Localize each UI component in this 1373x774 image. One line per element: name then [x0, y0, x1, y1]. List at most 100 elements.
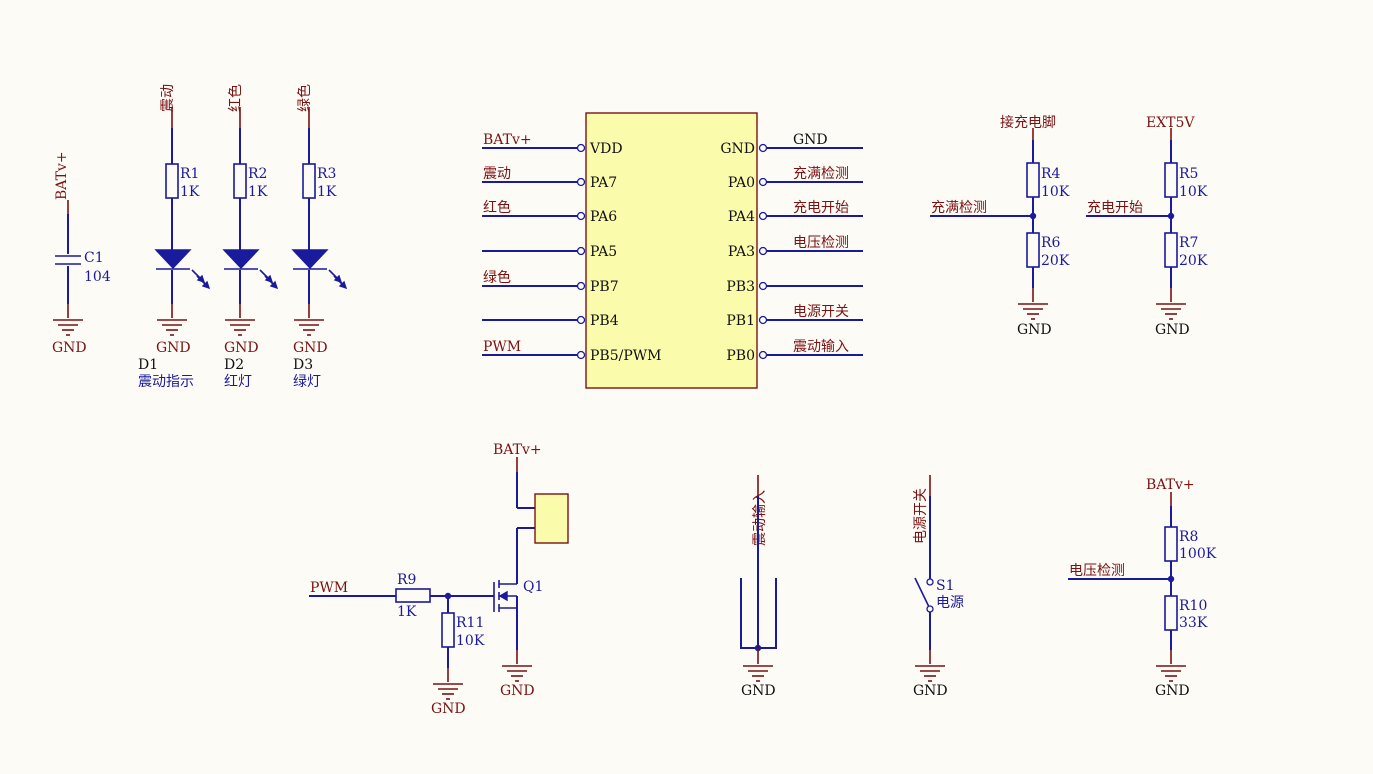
gnd-symbol-s1: [915, 665, 945, 682]
resistor-r8[interactable]: R8 100K: [1164, 506, 1217, 596]
resistor-r4[interactable]: R4 10K: [1026, 140, 1070, 233]
r3-ref: R3: [317, 166, 336, 182]
gnd-label-d2: GND: [224, 340, 259, 356]
ic-net-vibrate-input: 震动输入: [793, 339, 849, 355]
gnd-symbol-r7: [1156, 303, 1186, 320]
gnd-label-q1: GND: [500, 683, 535, 699]
net-label-ext5v: EXT5V: [1146, 115, 1195, 131]
gnd-label-c1: GND: [52, 340, 87, 356]
r7-ref: R7: [1179, 235, 1198, 251]
d2-ref: D2: [224, 357, 244, 373]
gnd-label-r10: GND: [1155, 683, 1190, 699]
gnd-label-s1: GND: [913, 683, 948, 699]
r9-value: 1K: [397, 604, 417, 620]
net-label-charge-start: 充电开始: [1087, 200, 1143, 216]
microcontroller-ic[interactable]: VDD PA7 PA6 PA5 PB7 PB4 PB5/PWM GND PA0 …: [482, 112, 863, 389]
r4-ref: R4: [1041, 166, 1061, 182]
ic-pin-right-5: PB3: [726, 279, 755, 295]
mosfet-q1[interactable]: Q1: [493, 528, 543, 650]
r6-ref: R6: [1041, 235, 1061, 251]
ic-pin-left-7: PB5/PWM: [590, 348, 661, 364]
junction-r4-r6: [1029, 212, 1037, 220]
r5-value: 10K: [1179, 184, 1208, 200]
capacitor-c1[interactable]: C1 104: [55, 200, 111, 318]
net-label-pwm: PWM: [310, 580, 348, 596]
resistor-r1[interactable]: R1 1K: [165, 128, 200, 250]
gnd-symbol-d1: [157, 319, 187, 336]
r4-value: 10K: [1041, 184, 1070, 200]
resistor-r2[interactable]: R2 1K: [233, 128, 268, 250]
gnd-symbol-r10: [1156, 665, 1186, 682]
resistor-r7[interactable]: R7 20K: [1164, 232, 1208, 288]
ic-net-red: 红色: [483, 199, 511, 216]
led-d3[interactable]: [291, 249, 348, 304]
resistor-r3[interactable]: R3 1K: [302, 128, 337, 250]
junction-r5-r7: [1167, 212, 1175, 220]
d3-ref: D3: [293, 357, 313, 373]
r10-ref: R10: [1179, 598, 1207, 614]
s1-ref: S1: [936, 578, 955, 594]
c1-ref: C1: [84, 250, 104, 266]
ic-net-pwm: PWM: [483, 339, 521, 355]
led-d1[interactable]: [154, 249, 211, 304]
resistor-r5[interactable]: R5 10K: [1164, 140, 1208, 233]
r1-ref: R1: [180, 166, 199, 182]
gnd-label-r7: GND: [1155, 322, 1190, 338]
resistor-r10[interactable]: R10 33K: [1164, 595, 1208, 650]
r8-ref: R8: [1179, 529, 1198, 545]
ic-net-batv: BATv+: [483, 132, 532, 148]
r11-value: 10K: [456, 633, 485, 649]
q1-ref: Q1: [523, 579, 543, 595]
ic-pin-right-2: PA0: [728, 175, 755, 191]
led-d2[interactable]: [222, 249, 279, 304]
vibration-sensor[interactable]: [740, 496, 777, 652]
ic-net-power-switch: 电源开关: [793, 304, 849, 320]
net-label-charge-full: 充满检测: [931, 200, 987, 216]
c1-value: 104: [84, 269, 111, 285]
gnd-symbol-q1: [502, 665, 532, 682]
gnd-symbol-d2: [225, 319, 255, 336]
ic-net-gnd: GND: [793, 132, 828, 148]
gnd-symbol-d3: [294, 319, 324, 336]
net-label-batv-divider: BATv+: [1146, 477, 1195, 493]
r11-ref: R11: [456, 615, 484, 631]
power-switch-s1[interactable]: S1 电源: [914, 496, 964, 650]
ic-pin-left-1: VDD: [589, 141, 623, 157]
ic-pin-right-6: PB1: [726, 313, 755, 329]
r5-ref: R5: [1179, 166, 1198, 182]
ic-net-green: 绿色: [483, 269, 511, 286]
gnd-symbol-r6: [1018, 303, 1048, 320]
d3-value: 绿灯: [293, 374, 321, 390]
net-label-charge-pin: 接充电脚: [1000, 114, 1056, 131]
ic-pin-left-3: PA6: [590, 209, 617, 225]
net-label-red: 红色: [227, 84, 244, 112]
junction-r8-r10: [1167, 575, 1175, 583]
motor-connector[interactable]: [516, 472, 569, 544]
ic-net-charge-start: 充电开始: [793, 200, 849, 216]
s1-value: 电源: [936, 595, 964, 611]
r7-value: 20K: [1179, 253, 1208, 269]
net-label-green: 绿色: [296, 84, 313, 112]
resistor-r11[interactable]: R11 10K: [441, 596, 485, 668]
gnd-label-d1: GND: [156, 340, 191, 356]
ic-pin-left-4: PA5: [590, 244, 617, 260]
ic-pin-left-5: PB7: [590, 279, 619, 295]
gnd-label-r6: GND: [1017, 322, 1052, 338]
net-label-vibrate-input: 震动输入: [752, 490, 768, 546]
net-label-vibrate: 震动: [160, 84, 176, 112]
r1-value: 1K: [180, 184, 200, 200]
ic-pin-right-3: PA4: [728, 209, 755, 225]
ic-net-voltage-detect: 电压检测: [793, 235, 849, 251]
ic-body: [585, 112, 758, 389]
r2-ref: R2: [248, 166, 267, 182]
net-label-batv-motor: BATv+: [493, 442, 542, 458]
resistor-r9[interactable]: R9 1K: [395, 572, 494, 620]
resistor-r6[interactable]: R6 20K: [1026, 232, 1070, 288]
r8-value: 100K: [1179, 546, 1217, 562]
d2-value: 红灯: [224, 374, 252, 390]
gnd-label-r11: GND: [431, 701, 466, 717]
gnd-label-sensor: GND: [741, 683, 776, 699]
ic-net-charge-full: 充满检测: [793, 166, 849, 182]
r2-value: 1K: [248, 184, 268, 200]
ic-pin-right-1: GND: [720, 141, 755, 157]
